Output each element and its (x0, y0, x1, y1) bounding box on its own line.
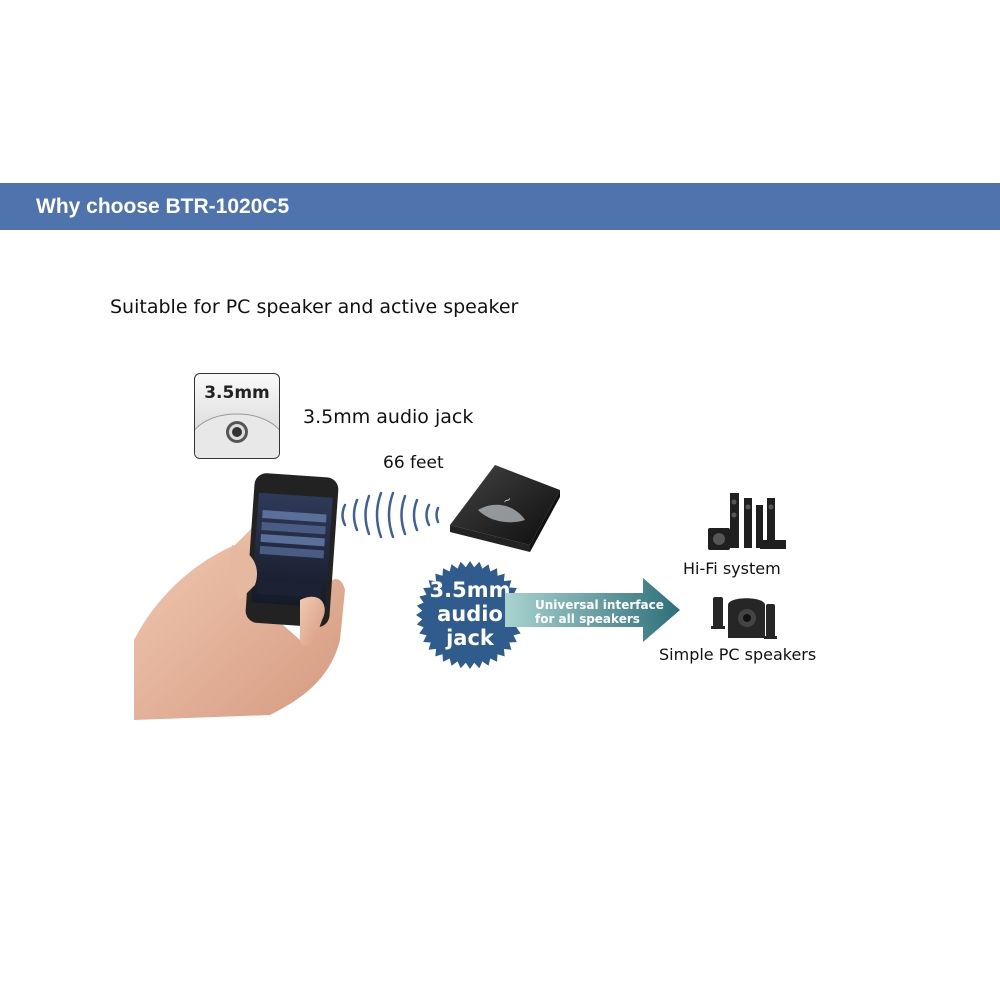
range-label: 66 feet (383, 453, 444, 473)
arrow-line-1: Universal interface (535, 598, 664, 612)
arrow-line-2: for all speakers (535, 612, 640, 626)
arrow-text: Universal interface for all speakers (535, 598, 664, 626)
seal-line-3: jack (446, 626, 494, 650)
seal-text: 3.5mm audio jack (415, 578, 525, 650)
hifi-label: Hi-Fi system (683, 559, 781, 578)
seal-star-shape (416, 561, 524, 669)
subtitle: Suitable for PC speaker and active speak… (110, 296, 519, 318)
arrow-right-icon (505, 578, 680, 642)
jack-socket-icon (195, 413, 279, 458)
pc-speakers-label: Simple PC speakers (659, 645, 817, 664)
seal-line-1: 3.5mm (429, 578, 511, 602)
audio-jack-icon: 3.5mm (194, 373, 280, 459)
audio-jack-caption: 3.5mm audio jack (303, 406, 474, 428)
seal-line-2: audio (437, 602, 503, 626)
audio-jack-icon-label: 3.5mm (204, 383, 270, 403)
banner-title: Why choose BTR-1020C5 (36, 195, 290, 218)
seal-badge-shape (416, 561, 524, 669)
header-banner: Why choose BTR-1020C5 (0, 183, 1000, 230)
audio-jack-seal: 3.5mm audio jack (415, 560, 525, 670)
